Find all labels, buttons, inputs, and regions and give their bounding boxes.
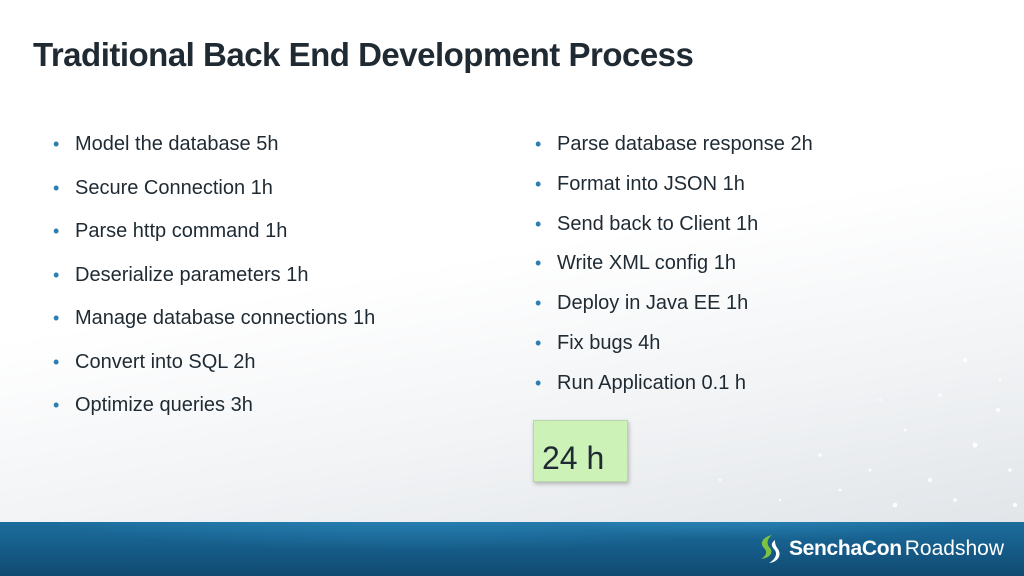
bullet-icon: • — [53, 134, 60, 154]
slide-title: Traditional Back End Development Process — [33, 36, 694, 73]
list-item: •Format into JSON 1h — [535, 172, 745, 195]
bullet-icon: • — [535, 213, 542, 234]
list-item: •Parse http command 1h — [53, 220, 288, 242]
brand-name: SenchaCon — [788, 537, 902, 560]
list-item: •Manage database connections 1h — [53, 307, 376, 329]
bullet-icon: • — [53, 264, 60, 285]
footer-bar: SenchaCon Roadshow — [0, 522, 1024, 576]
list-item: •Fix bugs 4h — [535, 331, 661, 354]
total-time-box: 24 h — [533, 420, 628, 482]
footer-glow — [60, 522, 960, 566]
list-item: •Deserialize parameters 1h — [53, 263, 309, 286]
list-item: •Run Application 0.1 h — [535, 371, 747, 394]
left-bullet-list: •Model the database 5h •Secure Connectio… — [53, 131, 375, 436]
list-item: •Parse database response 2h — [535, 133, 813, 155]
list-item: •Model the database 5h — [53, 133, 279, 155]
bullet-icon: • — [535, 173, 542, 194]
list-item: •Deploy in Java EE 1h — [535, 292, 749, 315]
bullet-icon: • — [53, 308, 60, 328]
list-item: •Convert into SQL 2h — [53, 350, 256, 373]
list-item: •Send back to Client 1h — [535, 212, 759, 235]
bullet-icon: • — [535, 293, 542, 314]
total-time-label: 24 h — [542, 440, 605, 476]
brand-subtitle: Roadshow — [904, 537, 1004, 560]
bullet-icon: • — [53, 351, 60, 372]
bullet-icon: • — [535, 134, 542, 154]
list-item: •Write XML config 1h — [535, 252, 736, 275]
bullet-icon: • — [53, 177, 60, 198]
bullet-icon: • — [535, 372, 542, 393]
brand-logo: SenchaCon Roadshow — [755, 534, 1004, 564]
bullet-icon: • — [53, 221, 60, 241]
list-item: •Secure Connection 1h — [53, 176, 273, 199]
bullet-icon: • — [535, 332, 542, 353]
bullet-icon: • — [53, 395, 60, 415]
right-bullet-list: •Parse database response 2h •Format into… — [535, 131, 813, 410]
sencha-logo-icon — [760, 535, 780, 563]
list-item: •Optimize queries 3h — [53, 394, 253, 416]
bullet-icon: • — [535, 253, 542, 274]
